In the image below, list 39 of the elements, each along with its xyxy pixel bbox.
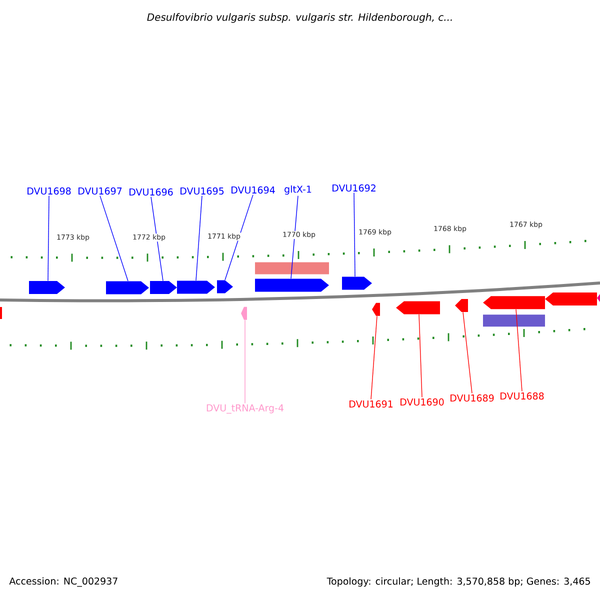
footer-text: Accession: NC_002937	[9, 577, 118, 587]
gene-feature	[106, 281, 149, 294]
leader-line	[418, 314, 422, 398]
gene-feature	[29, 281, 65, 294]
leader-line	[290, 195, 298, 279]
gene-label: DVU1695	[180, 187, 224, 195]
gene-feature	[177, 280, 215, 294]
gene-label: gltX-1	[284, 185, 312, 195]
leader-line	[100, 195, 128, 282]
gene-feature	[372, 302, 380, 316]
leader-line	[354, 192, 356, 277]
leader-line	[462, 312, 472, 394]
gene-feature	[483, 296, 545, 310]
gene-label: DVU1688	[500, 392, 544, 400]
leader-line	[516, 308, 522, 392]
gene-label: DVU1690	[400, 398, 444, 406]
footer-text: Topology: circular; Length: 3,570,858 bp; Genes: 3,465	[326, 577, 590, 587]
gene-label: DVU1689	[450, 394, 494, 402]
leader-line	[244, 320, 246, 404]
gene-feature	[255, 278, 329, 292]
gene-label: DVU1691	[350, 400, 393, 408]
leader-line	[224, 194, 254, 280]
gene-feature	[455, 299, 468, 312]
gene-feature	[342, 276, 372, 290]
gene-label: DVU1692	[332, 184, 376, 192]
gene-feature	[217, 280, 233, 294]
gene-label: DVU1696	[130, 188, 173, 196]
leader-line	[150, 196, 164, 282]
gene-feature	[241, 306, 247, 320]
gene-label: DVU1694	[232, 186, 275, 194]
gene-label: DVU_tRNA-Arg-4	[206, 404, 284, 414]
leader-line	[370, 316, 378, 400]
gene-feature	[150, 281, 177, 294]
leader-line	[48, 195, 50, 282]
gene-feature	[396, 301, 440, 314]
leader-line	[196, 195, 202, 281]
gene-label: DVU1697	[78, 187, 122, 195]
title: Desulfovibrio vulgaris subsp. vulgaris str. Hildenborough, c...	[147, 13, 452, 23]
gene-label: DVU1698	[28, 187, 71, 195]
